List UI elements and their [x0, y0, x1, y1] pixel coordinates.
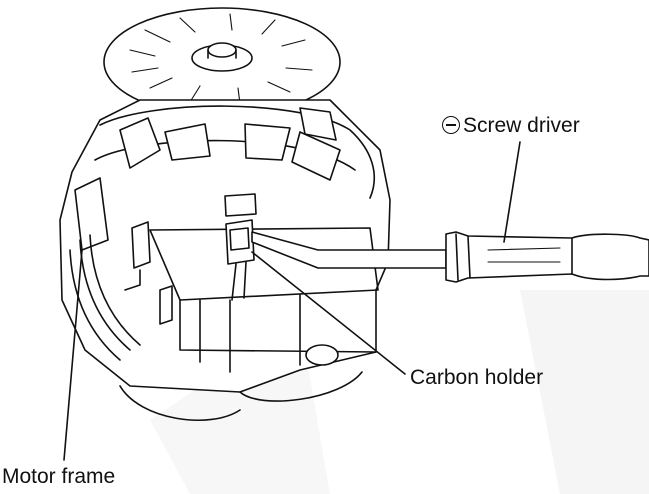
- watermark-shape: [520, 290, 649, 494]
- motor-frame-label: Motor frame: [2, 465, 116, 488]
- alternator-housing: [59, 99, 391, 421]
- pulley: [103, 7, 341, 117]
- screwdriver-label-text: Screw driver: [463, 114, 580, 137]
- leader-lines: [63, 141, 521, 461]
- carbon-holder-leader-line: [251, 251, 406, 375]
- carbon-holder: [224, 193, 257, 301]
- motor-frame-leader-line: [63, 249, 83, 461]
- minus-circle-icon: [442, 116, 460, 134]
- carbon-holder-label: Carbon holder: [410, 366, 544, 389]
- screwdriver-label: Screw driver: [442, 114, 580, 136]
- screwdriver: [251, 231, 649, 283]
- screwdriver-leader-line: [503, 141, 521, 243]
